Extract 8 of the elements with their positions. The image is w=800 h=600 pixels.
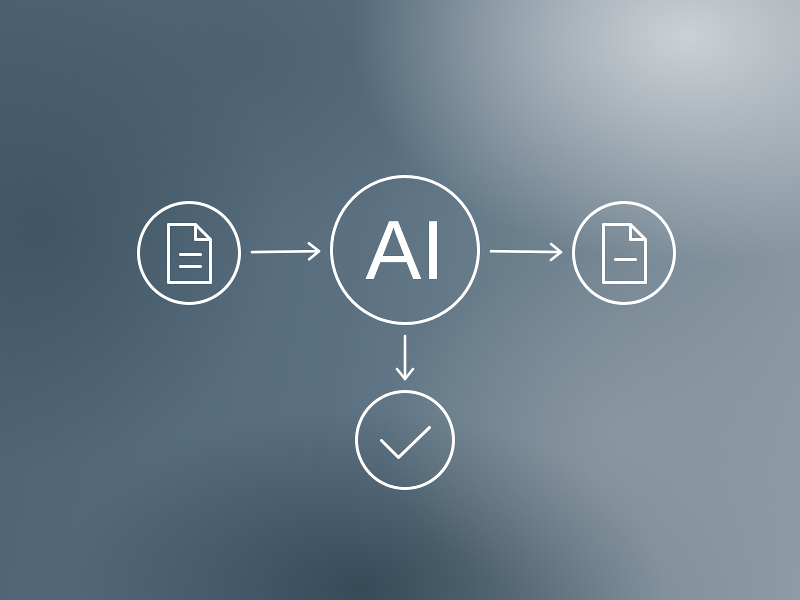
circle-node [330, 175, 480, 325]
node-label: AI [365, 208, 445, 292]
circle-node [137, 201, 241, 305]
arrow [250, 242, 320, 261]
circle-node [572, 201, 676, 305]
arrow [490, 242, 562, 262]
circle-node [355, 390, 455, 490]
arrow [396, 334, 414, 380]
